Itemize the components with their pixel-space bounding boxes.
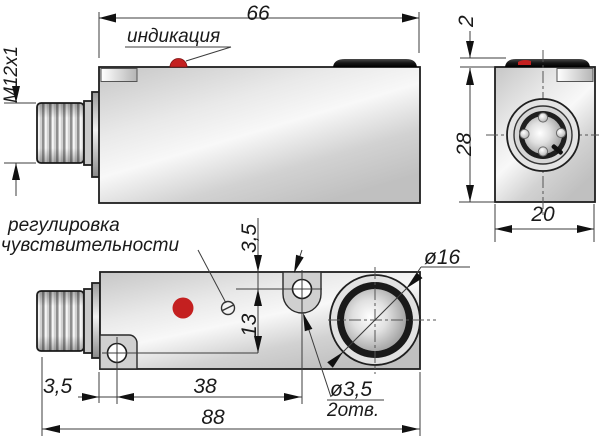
pin-bottom [537, 146, 549, 157]
dim-3-5-left: 3,5 [43, 372, 302, 403]
led-mark-end [518, 59, 531, 65]
side-view: 66 индикация M12x1 [1, 2, 421, 204]
dim-13-value: 13 [238, 313, 261, 337]
sensor-body-side [98, 66, 421, 204]
pin-left [519, 128, 530, 140]
body-notch-side [100, 68, 138, 82]
led-indicator-top [172, 297, 194, 319]
dim-88-value: 88 [201, 406, 225, 429]
connector-flange-bottom [91, 282, 101, 359]
dim-20: 20 [494, 203, 595, 242]
sensitivity-text-1: регулировка [7, 215, 120, 236]
dim-3-5-top-value: 3,5 [238, 223, 261, 253]
connector-face [506, 98, 580, 172]
dim-38: 38 [193, 375, 301, 401]
indication-label: индикация [125, 26, 232, 62]
connector-collar-bottom [83, 288, 93, 354]
dim-20-value: 20 [530, 203, 555, 226]
sensitivity-text-2: чувствительности [1, 235, 179, 256]
dim-o35-value: ø3,5 [330, 378, 372, 401]
dim-o16-value: ø16 [424, 246, 461, 269]
bottom-view: регулировка чувствительности 3,5 13 ø16 [1, 215, 470, 436]
dim-2: 2 [455, 15, 506, 68]
dim-3-5-top: 3,5 [238, 218, 262, 353]
dim-88: 88 [41, 357, 421, 436]
sensing-face-edge [333, 59, 417, 67]
sensitivity-label: регулировка чувствительности [1, 215, 227, 304]
pin-top [537, 112, 549, 123]
dim-2-value: 2 [455, 15, 478, 28]
thread-text: M12x1 [1, 46, 22, 103]
dim-3-5-left-value: 3,5 [43, 375, 73, 398]
connector-bottom [36, 282, 101, 359]
dim-13: 13 [238, 289, 262, 353]
dim-hole-count-value: 2отв. [326, 400, 379, 421]
connector-insert [524, 116, 562, 154]
adjustment-screw [220, 300, 236, 316]
body-notch-end [556, 68, 594, 82]
dim-66-value: 66 [246, 2, 270, 25]
hole-reference-leader [294, 249, 304, 273]
connector-thread-shade [37, 103, 84, 163]
dim-66: 66 [98, 2, 420, 58]
dim-38-value: 38 [193, 375, 217, 398]
sensing-face-edge-end [505, 59, 590, 67]
pin-right [555, 127, 567, 139]
end-view: 2 28 20 [453, 15, 599, 242]
dim-28-value: 28 [453, 132, 476, 157]
polarizing-key [551, 144, 563, 155]
connector-side [36, 91, 101, 178]
dim-hole-diameter: ø3,5 2отв. [303, 313, 384, 421]
connector-thread-shade-bottom [37, 291, 84, 351]
indication-text: индикация [127, 26, 220, 47]
dim-28: 28 [453, 68, 494, 203]
connector-collar [83, 100, 93, 166]
led-indicator-side [169, 58, 188, 68]
dim-face-diameter: ø16 [327, 246, 470, 368]
dim-m12x1: M12x1 [1, 46, 36, 196]
